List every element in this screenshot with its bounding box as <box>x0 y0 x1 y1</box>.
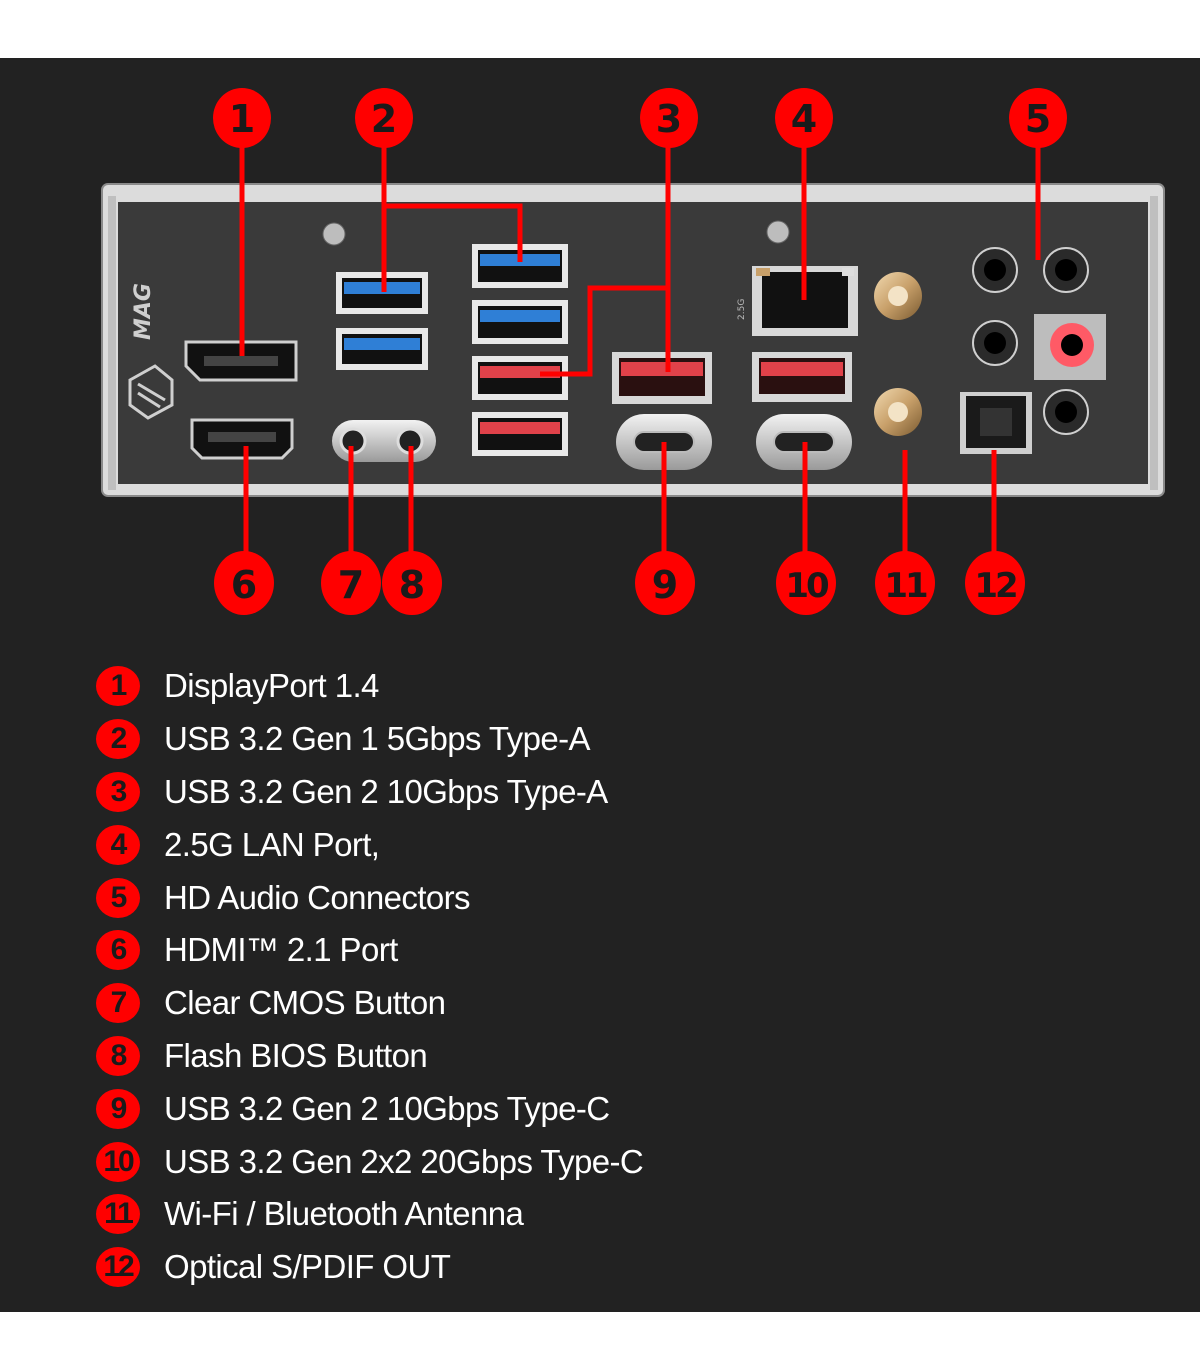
displayport-port <box>184 340 298 382</box>
optical-spdif-port <box>960 392 1032 454</box>
legend-item: 4 2.5G LAN Port, <box>96 818 643 871</box>
callout-badge-3: 3 <box>640 88 698 148</box>
mag-logo-text: MAG <box>131 283 156 340</box>
callout-badge-8: 8 <box>382 551 442 615</box>
svg-text:6: 6 <box>231 563 257 607</box>
legend-number-badge: 11 <box>96 1194 140 1235</box>
legend-number-badge: 7 <box>96 983 140 1024</box>
legend-list: 1 DisplayPort 1.4 2 USB 3.2 Gen 1 5Gbps Ty… <box>96 660 644 1294</box>
legend-item: 8 Flash BIOS Button <box>96 1030 643 1083</box>
screw-icon <box>766 220 790 244</box>
legend-item: 5 HD Audio Connectors <box>96 871 643 924</box>
svg-text:9: 9 <box>652 563 678 607</box>
svg-text:12: 12 <box>974 566 1016 606</box>
usb-gen2-port <box>612 352 712 404</box>
legend-label: USB 3.2 Gen 2x2 20Gbps Type-C <box>164 1142 644 1180</box>
legend-label: Optical S/PDIF OUT <box>164 1248 451 1286</box>
callout-badge-4: 4 <box>775 88 833 148</box>
legend-label: DisplayPort 1.4 <box>164 667 379 705</box>
svg-text:2: 2 <box>371 97 397 141</box>
hdmi-port <box>190 418 294 460</box>
svg-text:11: 11 <box>884 566 927 606</box>
svg-text:10: 10 <box>785 566 829 606</box>
callout-badge-10: 10 <box>776 551 836 615</box>
mag-logo: MAG <box>131 283 156 340</box>
legend-number-badge: 9 <box>96 1088 140 1129</box>
callout-badge-12: 12 <box>965 551 1025 615</box>
legend-label: Wi-Fi / Bluetooth Antenna <box>164 1195 524 1233</box>
button-bezel <box>332 420 436 462</box>
wifi-antenna-connector <box>874 388 922 436</box>
legend-item: 2 USB 3.2 Gen 1 5Gbps Type-A <box>96 713 643 766</box>
svg-text:1: 1 <box>229 97 255 141</box>
screw-icon <box>322 222 346 246</box>
legend-label: USB 3.2 Gen 2 10Gbps Type-C <box>164 1089 610 1127</box>
legend-label: Clear CMOS Button <box>164 984 446 1022</box>
legend-number-badge: 5 <box>96 877 140 918</box>
audio-jack-line-out <box>1034 314 1106 380</box>
legend-item: 10 USB 3.2 Gen 2x2 20Gbps Type-C <box>96 1135 644 1188</box>
svg-text:4: 4 <box>791 97 817 141</box>
legend-item: 12 Optical S/PDIF OUT <box>96 1241 643 1294</box>
callout-badge-1: 1 <box>213 88 271 148</box>
callout-badge-11: 11 <box>875 551 935 615</box>
svg-text:7: 7 <box>338 563 364 607</box>
callout-badge-9: 9 <box>635 551 695 615</box>
legend-label: Flash BIOS Button <box>164 1036 428 1074</box>
legend-item: 9 USB 3.2 Gen 2 10Gbps Type-C <box>96 1082 643 1135</box>
legend-label: USB 3.2 Gen 2 10Gbps Type-A <box>164 772 608 810</box>
svg-text:8: 8 <box>399 563 425 607</box>
usb-gen2-port <box>472 412 568 456</box>
legend-item: 1 DisplayPort 1.4 <box>96 660 643 713</box>
svg-text:3: 3 <box>656 97 682 141</box>
callout-badge-7: 7 <box>321 551 381 615</box>
legend-item: 3 USB 3.2 Gen 2 10Gbps Type-A <box>96 766 643 819</box>
legend-label: HDMI™ 2.1 Port <box>164 931 398 969</box>
wifi-antenna-connector <box>874 272 922 320</box>
audio-jack <box>972 247 1018 293</box>
legend-number-badge: 1 <box>96 666 140 707</box>
callout-lines <box>239 140 1041 558</box>
svg-text:5: 5 <box>1025 97 1051 141</box>
callout-badge-5: 5 <box>1009 88 1067 148</box>
callout-badge-6: 6 <box>214 551 274 615</box>
legend-item: 6 HDMI™ 2.1 Port <box>96 924 643 977</box>
callout-badge-2: 2 <box>355 88 413 148</box>
legend-number-badge: 6 <box>96 930 140 971</box>
legend-label: 2.5G LAN Port, <box>164 825 380 863</box>
legend-label: USB 3.2 Gen 1 5Gbps Type-A <box>164 720 590 758</box>
usb-gen2-port <box>752 352 852 402</box>
io-panel-diagram: MAG <box>101 88 1165 615</box>
legend-number-badge: 8 <box>96 1035 140 1076</box>
legend-number-badge: 4 <box>96 824 140 865</box>
audio-jack <box>1043 389 1089 435</box>
legend-number-badge: 12 <box>96 1247 140 1288</box>
mag-shield-icon <box>128 364 174 420</box>
legend-number-badge: 10 <box>96 1141 140 1182</box>
usb-gen1-port <box>472 300 568 344</box>
legend-label: HD Audio Connectors <box>164 878 471 916</box>
legend-item: 11 Wi-Fi / Bluetooth Antenna <box>96 1188 643 1241</box>
legend-item: 7 Clear CMOS Button <box>96 977 643 1030</box>
usb-gen2-port <box>472 356 568 400</box>
audio-jack <box>972 320 1018 366</box>
audio-jack <box>1043 247 1089 293</box>
legend-number-badge: 3 <box>96 771 140 812</box>
usb-gen1-port <box>336 328 428 370</box>
legend-number-badge: 2 <box>96 719 140 760</box>
lan-speed-label: 2.5G <box>737 299 747 320</box>
